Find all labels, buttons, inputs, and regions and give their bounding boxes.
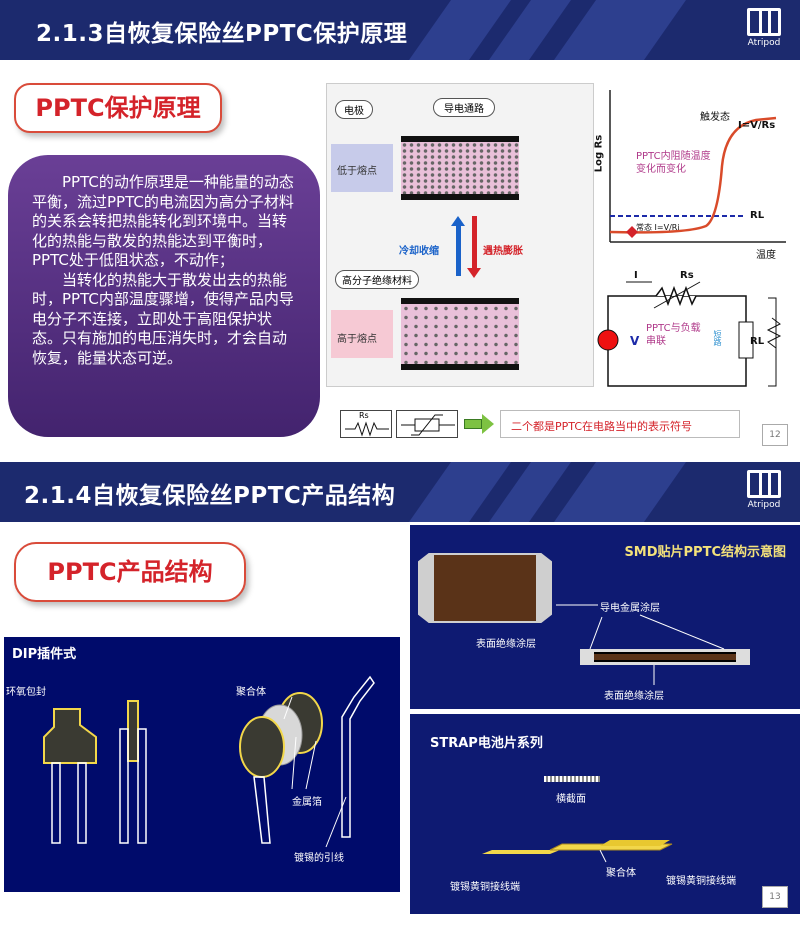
electrode-label: 电极	[335, 100, 373, 119]
voltage-label: V	[630, 334, 640, 348]
strap-drawing	[482, 840, 673, 863]
trip-state-label: 触发态	[700, 112, 730, 123]
material-diagram: 电极 导电通路 低于熔点 冷却收缩 遇热膨胀 高分子绝缘材料 高于熔点	[326, 83, 594, 387]
ylabel: Log Rs	[593, 134, 605, 173]
circuit-note: PPTC与负载串联	[646, 323, 701, 347]
section-title-box: PPTC产品结构	[14, 542, 246, 602]
smd-panel: SMD贴片PPTC结构示意图 导电金属涂层 表面绝缘涂层 表面绝缘涂层	[410, 525, 800, 709]
cross-section-label: 横截面	[556, 794, 586, 805]
symbol-rs-box: Rs	[340, 410, 392, 438]
dip-panel: DIP插件式 环氧包封 聚合体 金属箔 镀锡的引线	[4, 637, 400, 892]
normal-state-label: 常态 I=V/Ri	[636, 223, 680, 232]
hot-state-sample	[401, 298, 519, 370]
symbol-ptc-box	[396, 410, 458, 438]
section-title: PPTC保护原理	[35, 94, 201, 122]
dip-title: DIP插件式	[12, 647, 77, 662]
rt-curve	[609, 90, 786, 243]
symbol-note: 二个都是PPTC在电路当中的表示符号	[511, 420, 693, 433]
polymer-insulator-label: 高分子绝缘材料	[335, 270, 419, 289]
dip-drawing	[43, 675, 375, 848]
body-paragraph-2: 当转化的热能大于散发出去的热能时，PPTC内部温度骤增，使得产品内导电分子不连接…	[32, 270, 294, 367]
slide-12: 2.1.3自恢复保险丝PPTC保护原理 Atripod PPTC保护原理 PPT…	[0, 0, 800, 455]
circuit-drawing	[597, 281, 782, 387]
explanation-bubble: PPTC的动作原理是一种能量的动态平衡，流过PPTC的电流因为高分子材料的关系会…	[8, 155, 320, 437]
slide-title: 2.1.3自恢复保险丝PPTC保护原理	[36, 21, 408, 47]
slide-title: 2.1.4自恢复保险丝PPTC产品结构	[24, 483, 396, 509]
section-title-box: PPTC保护原理	[14, 83, 222, 133]
heat-expand-label: 遇热膨胀	[483, 246, 523, 257]
composite-label: 聚合体	[236, 687, 266, 698]
page-number: 12	[762, 424, 788, 446]
rs-label: Rs	[680, 270, 694, 281]
leads-label: 镀锡的引线	[294, 853, 344, 864]
graph-note: PPTC内阻随温度变化而变化	[636, 151, 711, 175]
xlabel: 温度	[756, 250, 776, 261]
slide-header: 2.1.3自恢复保险丝PPTC保护原理 Atripod	[0, 0, 800, 60]
page-number: 13	[762, 886, 788, 908]
cold-state-sample	[401, 136, 519, 200]
current-label: I	[634, 270, 638, 281]
terminal-right-label: 镀锡黄铜接线端	[666, 876, 736, 887]
resistance-temperature-graph: Log Rs 温度 触发态 I=V/Rs PPTC内阻随温度变化而变化 常态 I…	[593, 86, 792, 266]
terminal-left-label: 镀锡黄铜接线端	[450, 882, 520, 893]
body-paragraph-1: PPTC的动作原理是一种能量的动态平衡，流过PPTC的电流因为高分子材料的关系会…	[32, 173, 294, 269]
strap-title: STRAP电池片系列	[430, 736, 543, 751]
section-title: PPTC产品结构	[47, 558, 213, 586]
short-label: 短路	[713, 330, 722, 346]
strap-panel: STRAP电池片系列 横截面 聚合体 镀锡黄铜接线端 镀锡黄铜接线端	[410, 714, 800, 914]
circuit-rl-label: RL	[750, 336, 765, 347]
strap-cross-section	[544, 776, 600, 782]
cool-arrow	[456, 224, 461, 276]
slide-header: 2.1.4自恢复保险丝PPTC产品结构 Atripod	[0, 462, 800, 522]
trip-equation: I=V/Rs	[738, 120, 776, 131]
cool-shrink-label: 冷却收缩	[399, 246, 439, 257]
metal-coating-label: 导电金属涂层	[600, 603, 660, 614]
strap-composite-label: 聚合体	[606, 868, 636, 879]
smd-title: SMD贴片PPTC结构示意图	[624, 545, 786, 560]
foil-label: 金属箔	[292, 797, 322, 808]
atripod-logo: Atripod	[742, 470, 786, 516]
series-circuit: I Rs V PPTC与负载串联 短路 RL	[596, 268, 792, 390]
conductive-path-label: 导电通路	[433, 98, 495, 117]
slide-13: 2.1.4自恢复保险丝PPTC产品结构 Atripod PPTC产品结构 DIP…	[0, 462, 800, 927]
epoxy-label: 环氧包封	[6, 687, 46, 698]
above-melting-label: 高于熔点	[337, 334, 377, 345]
insulation-label-2: 表面绝缘涂层	[604, 691, 664, 702]
atripod-logo: Atripod	[742, 8, 786, 54]
symbol-note-box: 二个都是PPTC在电路当中的表示符号	[500, 410, 740, 438]
heat-arrow	[472, 216, 477, 268]
rl-label: RL	[750, 210, 765, 221]
insulation-label-1: 表面绝缘涂层	[476, 639, 536, 650]
below-melting-label: 低于熔点	[337, 166, 377, 177]
green-arrow	[464, 419, 482, 429]
